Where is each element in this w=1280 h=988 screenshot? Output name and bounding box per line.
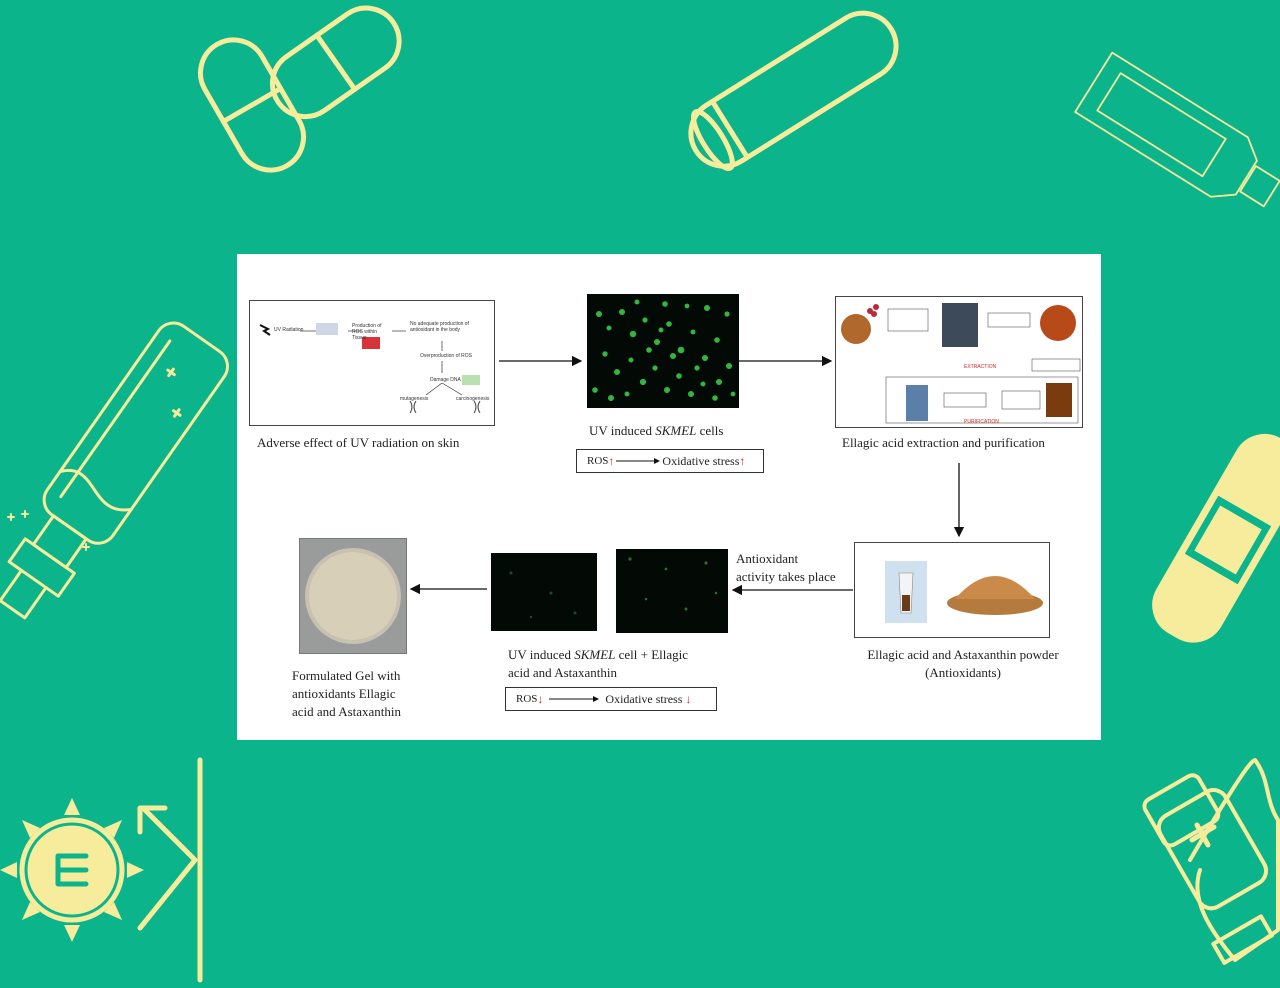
flowchart-lines xyxy=(259,323,481,414)
test-tube-icon xyxy=(688,10,899,172)
caption-step2-cellline: SKMEL xyxy=(655,423,697,438)
caption-step2: UV induced SKMEL cells xyxy=(589,422,723,440)
caption-step2-post: cells xyxy=(696,423,724,438)
green-cells xyxy=(592,299,736,401)
label-overproduction: Overproduction of ROS xyxy=(420,353,472,359)
ros-indicator-decrease: ROS ↓ Oxidative stress ↓ xyxy=(505,687,717,711)
treated-cells-micrograph-1 xyxy=(491,553,597,631)
caption-step3: Ellagic acid extraction and purification xyxy=(842,435,1045,450)
formulated-gel-image xyxy=(299,538,407,654)
label-mutagenesis: mutagenesis xyxy=(400,396,429,402)
uv-effect-flowchart: UV Radiation Production of ROS within Ti… xyxy=(249,300,495,426)
caption-activity-line2: activity takes place xyxy=(736,569,836,584)
caption-step5-line2: acid and Astaxanthin xyxy=(508,665,618,680)
spray-bottle-icon xyxy=(0,321,229,620)
label-purification: PURIFICATION xyxy=(964,419,999,425)
label-extraction: EXTRACTION xyxy=(964,364,997,370)
faint-cells-2 xyxy=(628,557,718,611)
ros-label-2: ROS xyxy=(516,693,538,705)
gel-dish xyxy=(305,548,401,644)
ointment-tube-icon xyxy=(1074,51,1280,208)
diagram-panel: UV Radiation Production of ROS within Ti… xyxy=(237,254,1101,740)
caption-step5: UV induced SKMEL cell + Ellagic acid and… xyxy=(508,646,688,682)
caption-step2-pre: UV induced xyxy=(589,423,656,438)
capsule-icon xyxy=(198,5,402,173)
stress-down-arrow: ↓ xyxy=(685,691,692,706)
caption-activity: Antioxidant activity takes place xyxy=(736,550,836,586)
stress-label: Oxidative stress xyxy=(662,453,740,468)
caption-step6: Formulated Gel with antioxidants Ellagic… xyxy=(292,667,401,721)
sanitizer-hand-icon xyxy=(1142,758,1280,965)
caption-activity-line1: Antioxidant xyxy=(736,551,799,566)
ros-label: ROS xyxy=(587,455,609,467)
label-carcinogenesis: carcinogenesis xyxy=(456,396,490,402)
label-damage-dna: Damage DNA xyxy=(430,377,461,383)
caption-step1: Adverse effect of UV radiation on skin xyxy=(257,435,460,450)
extraction-purification-panel: EXTRACTION PURIFICATION xyxy=(835,296,1083,428)
faint-cells-1 xyxy=(509,571,577,619)
label-ros-production: Production of ROS within Tissue xyxy=(352,323,382,341)
stress-label-2: Oxidative stress xyxy=(605,691,683,706)
ros-down-arrow: ↓ xyxy=(537,691,544,706)
caption-step6-line3: acid and Astaxanthin xyxy=(292,704,402,719)
sun-icon xyxy=(0,798,144,942)
caption-step6-line2: antioxidants Ellagic xyxy=(292,686,396,701)
treated-cells-micrograph-2 xyxy=(616,549,728,633)
stress-up-arrow: ↑ xyxy=(739,453,746,468)
ros-indicator-increase: ROS ↑ Oxidative stress ↑ xyxy=(576,449,764,473)
ros-to-stress-arrow-2 xyxy=(549,696,600,702)
caption-step5-line1: UV induced SKMEL cell + Ellagic xyxy=(508,646,688,664)
caption-step5-cellline: SKMEL xyxy=(574,647,616,662)
powder-images xyxy=(885,561,1043,623)
caption-step4: Ellagic acid and Astaxanthin powder (Ant… xyxy=(849,646,1077,682)
bandage-icon xyxy=(1152,433,1280,643)
label-uv-radiation: UV Radiation xyxy=(274,327,304,333)
caption-step5-post: cell + Ellagic xyxy=(615,647,689,662)
caption-step5-pre: UV induced xyxy=(508,647,575,662)
ros-to-stress-arrow xyxy=(616,458,661,464)
caption-step6-line1: Formulated Gel with xyxy=(292,668,401,683)
skmel-cells-micrograph xyxy=(587,294,739,408)
diagram-connectors xyxy=(409,355,965,596)
antioxidant-powder-panel xyxy=(854,542,1050,638)
caption-step4-line1: Ellagic acid and Astaxanthin powder xyxy=(867,647,1059,662)
caption-step4-line2: (Antioxidants) xyxy=(925,665,1001,680)
ros-up-arrow: ↑ xyxy=(608,453,615,468)
label-no-adequate: No adequate production of antioxidant in… xyxy=(410,321,469,333)
extraction-images xyxy=(841,303,1081,424)
